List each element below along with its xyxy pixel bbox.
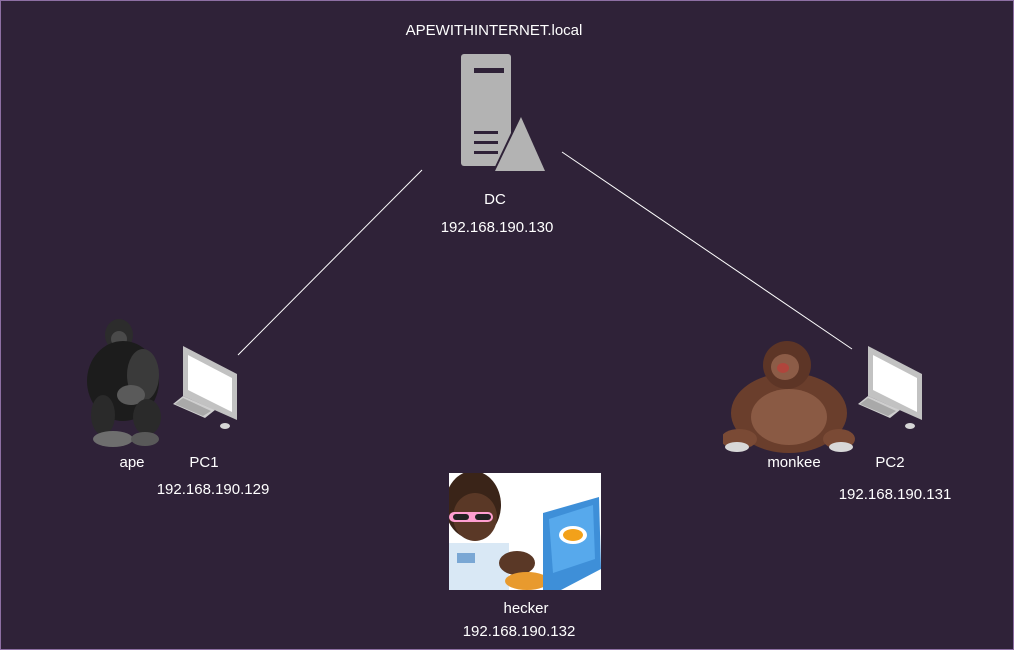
desktop-computer-icon [171,344,241,430]
desktop-computer-icon [856,344,926,430]
attacker-ip: 192.168.190.132 [462,623,576,640]
pc2-ip: 192.168.190.131 [838,486,952,503]
link-dc-pc2 [561,151,853,350]
dc-name: DC [484,191,506,208]
dc-ip: 192.168.190.130 [440,219,554,236]
pc2-name: PC2 [875,454,905,471]
link-dc-pc1 [237,169,423,356]
hacker-with-laptop-image [445,471,601,590]
pc1-name: PC1 [189,454,219,471]
attacker-name: hecker [503,600,549,617]
server-icon [460,53,546,173]
orangutan-image [721,335,855,457]
pc1-ip: 192.168.190.129 [156,481,270,498]
pc1-user: ape [119,454,145,471]
domain-title: APEWITHINTERNET.local [405,22,583,39]
pc2-user: monkee [767,454,821,471]
gorilla-image [83,315,173,449]
